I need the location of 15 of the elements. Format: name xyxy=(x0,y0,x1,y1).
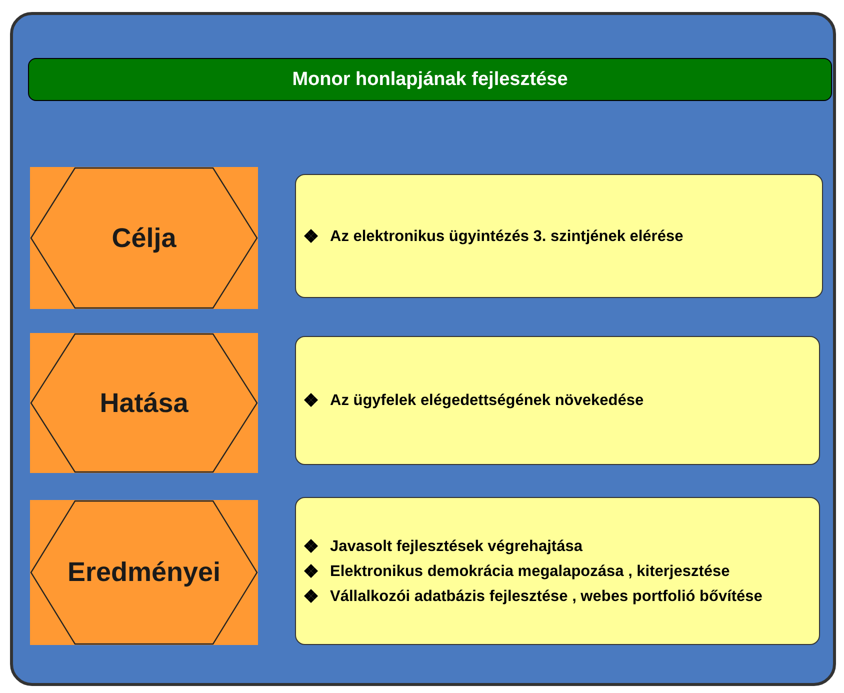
content-box xyxy=(295,497,820,645)
bullet-text: Az elektronikus ügyintézés 3. szintjének elérése xyxy=(330,226,684,246)
heading: Célja xyxy=(112,222,176,254)
hexagon-shape xyxy=(30,167,258,309)
content-box xyxy=(295,174,823,298)
hexagon-shape xyxy=(30,500,258,645)
heading: Hatása xyxy=(100,388,188,418)
title-bar: Monor honlapjának fejlesztése xyxy=(28,58,832,101)
heading: Eredményei xyxy=(67,557,221,588)
bullet-text: Javasolt fejlesztések végrehajtása xyxy=(330,536,582,556)
content-box xyxy=(295,336,820,465)
bullet-text: Vállalkozói adatbázis fejlesztése , webes portfolió bővítése xyxy=(330,586,762,606)
hexagon-shape xyxy=(30,333,258,473)
bullet-text: Az ügyfelek elégedettségének növekedése xyxy=(330,391,644,411)
bullet-text: Elektronikus demokrácia megalapozása , kiterjesztése xyxy=(330,562,730,582)
